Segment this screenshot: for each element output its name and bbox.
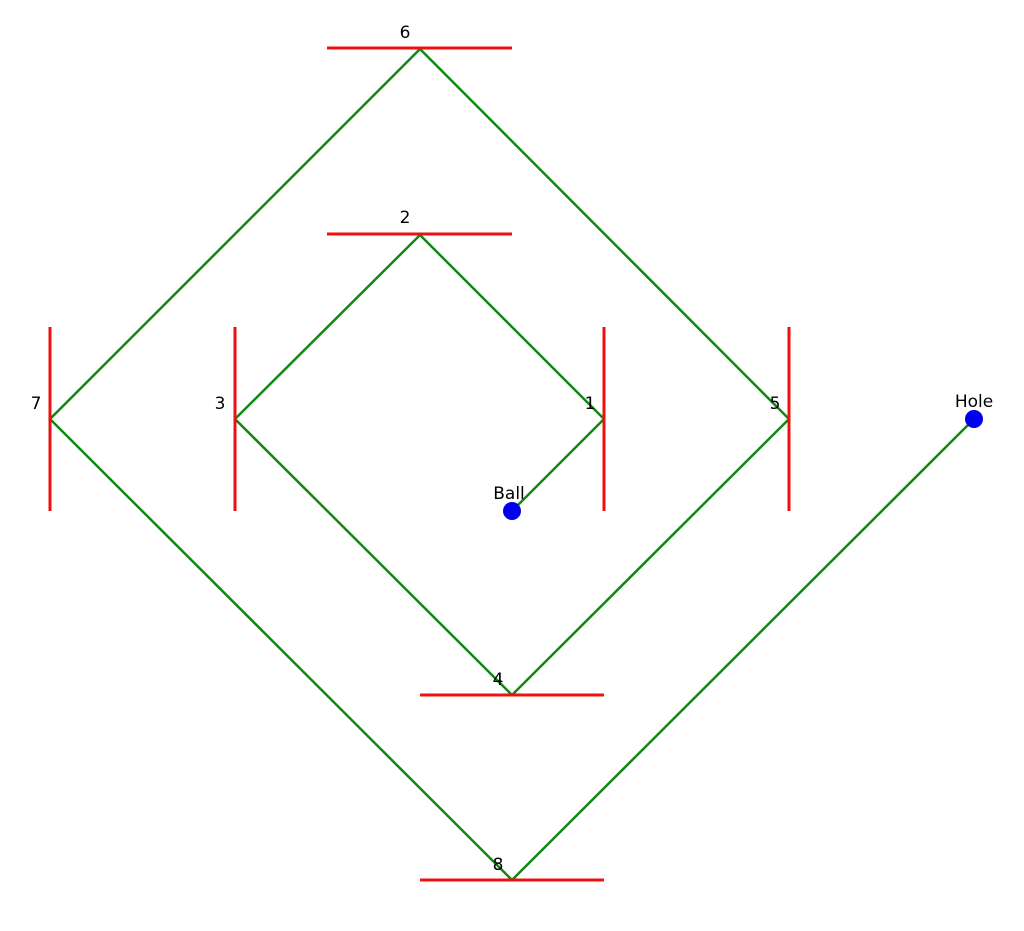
wall-label-4: 4 [493,670,504,690]
ball-dot [503,502,521,520]
hole-label: Hole [955,392,993,412]
ball-path [48,47,975,882]
wall-label-7: 7 [31,394,42,414]
wall-label-8: 8 [493,855,504,875]
wall-label-5: 5 [770,394,781,414]
wall-label-2: 2 [400,208,411,228]
ball-label: Ball [493,484,525,504]
wall-label-1: 1 [585,394,596,414]
wall-label-6: 6 [400,23,411,43]
wall-label-3: 3 [215,394,226,414]
hole-dot [965,410,983,428]
